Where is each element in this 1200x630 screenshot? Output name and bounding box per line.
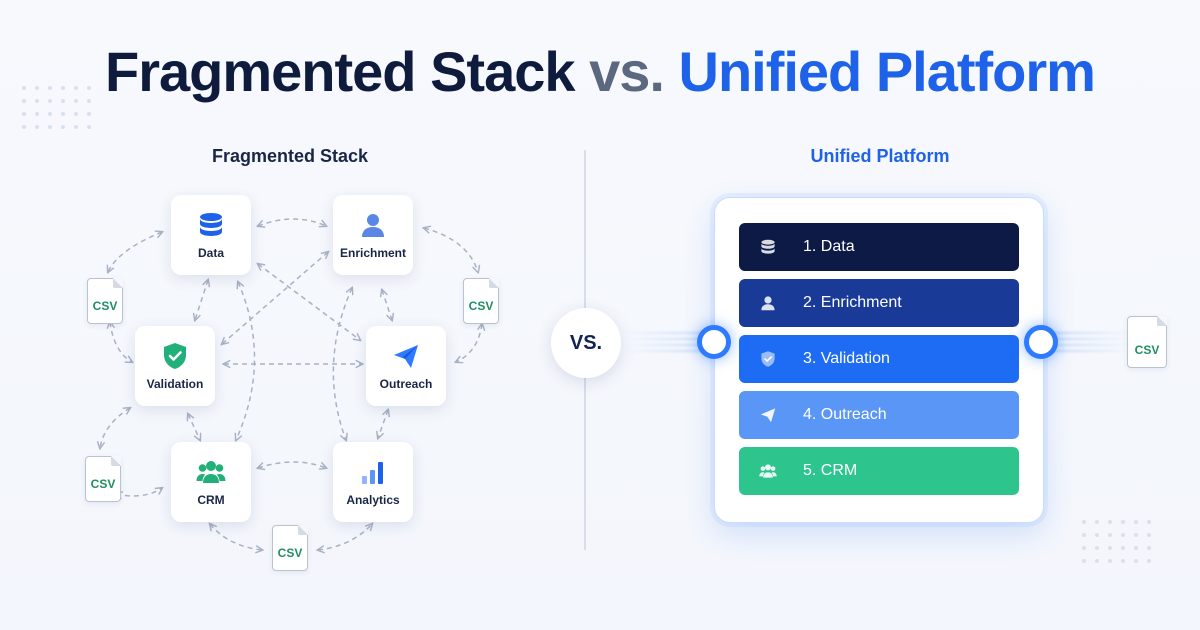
title-fragmented: Fragmented Stack <box>105 40 575 103</box>
stack-item-validation: 3. Validation <box>739 335 1019 383</box>
csv-label: CSV <box>92 299 118 313</box>
csv-file-icon: CSV <box>272 525 308 571</box>
arrow-outreach-analytics <box>378 410 388 438</box>
node-label: CRM <box>197 493 225 507</box>
arrow-data-enrichment <box>258 218 326 226</box>
arrow-data-crm <box>236 282 256 440</box>
stack-item-outreach: 4. Outreach <box>739 391 1019 439</box>
node-outreach: Outreach <box>366 326 446 406</box>
node-label: Validation <box>146 377 204 391</box>
stack-item-enrichment: 2. Enrichment <box>739 279 1019 327</box>
arrow-data-outreach <box>258 264 360 340</box>
stack-item-label: 1. Data <box>803 238 855 255</box>
title-unified: Unified Platform <box>678 40 1096 103</box>
shield-check-icon <box>164 343 186 369</box>
arrow-validation-csv-left <box>100 408 130 448</box>
dot-grid-decoration <box>1082 520 1151 563</box>
user-icon <box>761 296 775 311</box>
node-label: Outreach <box>379 377 433 391</box>
fragmented-stack-diagram: Data Enrichment Validation Outreach <box>0 195 600 630</box>
shield-check-icon <box>761 351 775 367</box>
stack-item-label: 5. CRM <box>803 462 858 479</box>
arrow-csv-left-crm <box>116 488 162 496</box>
connector-node-left <box>697 325 731 359</box>
database-icon <box>761 239 775 254</box>
title-vs: vs. <box>589 40 665 103</box>
node-label: Analytics <box>346 493 400 507</box>
arrow-validation-crm <box>188 414 200 440</box>
connector-node-right <box>1024 325 1058 359</box>
unified-platform-heading: Unified Platform <box>810 146 950 166</box>
node-data: Data <box>171 195 251 275</box>
csv-label: CSV <box>468 299 494 313</box>
database-icon <box>200 213 222 236</box>
stack-item-label: 4. Outreach <box>803 406 887 423</box>
stack-item-label: 2. Enrichment <box>803 294 902 311</box>
node-analytics: Analytics <box>333 442 413 522</box>
arrow-enrichment-csv-right <box>424 228 478 272</box>
csv-label: CSV <box>1134 343 1160 357</box>
node-label: Enrichment <box>339 246 406 260</box>
fragmented-stack-heading: Fragmented Stack <box>211 146 369 166</box>
node-validation: Validation <box>135 326 215 406</box>
arrow-csv-left-validation <box>110 322 132 362</box>
csv-file-icon: CSV <box>87 278 123 324</box>
arrow-csv-right-outreach <box>456 324 482 362</box>
bar-chart-icon <box>362 462 383 484</box>
csv-label: CSV <box>277 546 303 560</box>
stack-item-label: 3. Validation <box>803 350 890 367</box>
user-icon <box>362 214 384 237</box>
page-title: Fragmented Stack vs. Unified Platform <box>0 38 1200 106</box>
stack-item-data: 1. Data <box>739 223 1019 271</box>
arrow-enrichment-analytics <box>332 288 352 440</box>
csv-file-icon: CSV <box>463 278 499 324</box>
csv-file-icon: CSV <box>85 456 121 502</box>
node-enrichment: Enrichment <box>333 195 413 275</box>
arrow-csv-bottom-analytics <box>318 524 372 550</box>
arrow-data-csv-left <box>108 232 162 272</box>
connection-arrows <box>0 218 600 630</box>
node-crm: CRM <box>171 442 251 522</box>
paper-plane-icon <box>394 345 418 368</box>
paper-plane-icon <box>760 408 776 423</box>
users-icon <box>196 461 226 483</box>
dot-grid-decoration <box>22 86 91 129</box>
arrow-data-validation <box>195 280 208 320</box>
node-label: Data <box>197 246 224 260</box>
vs-badge: VS. <box>551 308 621 378</box>
arrow-enrichment-outreach <box>382 290 392 320</box>
arrow-crm-csv-bottom <box>210 524 262 550</box>
unified-platform-panel: 1. Data 2. Enrichment 3. Validation 4. O… <box>714 197 1044 523</box>
arrow-crm-analytics <box>258 461 326 468</box>
csv-file-icon: CSV <box>1127 316 1167 368</box>
stack-item-crm: 5. CRM <box>739 447 1019 495</box>
csv-label: CSV <box>90 477 116 491</box>
users-icon <box>759 464 777 478</box>
